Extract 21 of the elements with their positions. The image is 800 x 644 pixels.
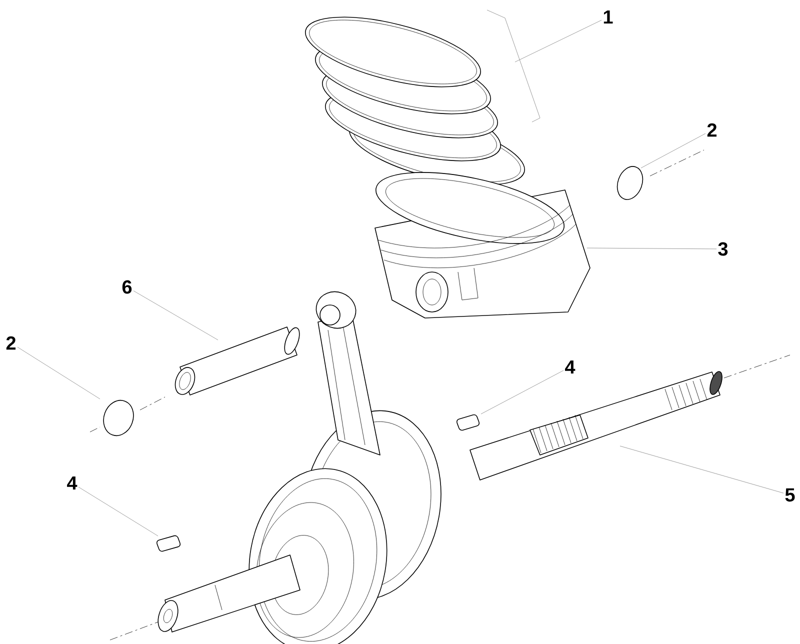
piston-rings-drawing — [305, 10, 540, 186]
leader-line — [586, 248, 717, 250]
circlip-drawing — [616, 166, 644, 200]
leader-line — [620, 446, 784, 494]
callout-number: 2 — [6, 336, 16, 350]
piston-drawing — [374, 172, 590, 318]
piston-pin-drawing — [174, 326, 300, 396]
leader-line — [514, 20, 602, 62]
callout-number: 4 — [67, 476, 78, 490]
callout-number: 6 — [122, 280, 132, 294]
leader-line — [78, 486, 158, 536]
leader-line — [133, 290, 218, 340]
leader-line — [17, 346, 100, 400]
callout-number: 5 — [785, 488, 795, 502]
callout-number: 1 — [604, 10, 613, 24]
callout-number: 2 — [707, 123, 717, 137]
circlip-drawing — [103, 400, 134, 436]
leader-line — [640, 133, 706, 168]
leader-line — [480, 370, 564, 414]
callout-number: 3 — [718, 242, 728, 256]
crankshaft-drawing — [158, 291, 722, 644]
